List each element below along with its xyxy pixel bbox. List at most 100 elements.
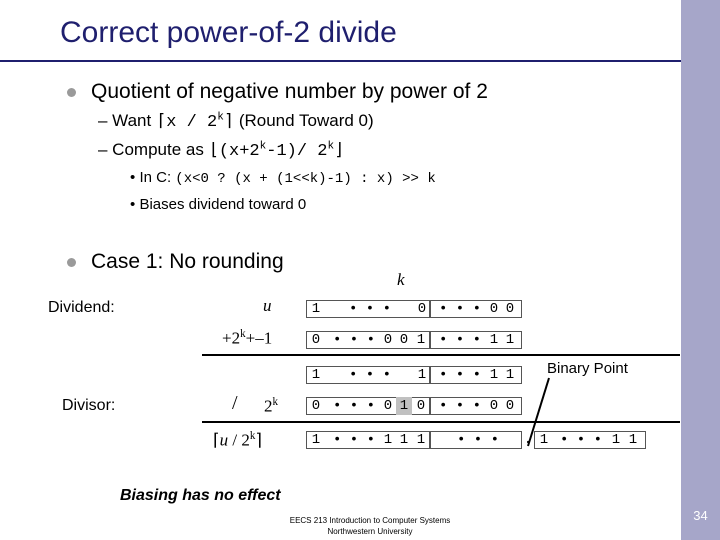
- r3-bit-0: 1: [505, 367, 515, 383]
- sub-biases: • Biases dividend toward 0: [130, 196, 306, 213]
- quot-mid: / 2: [228, 430, 250, 450]
- sum-box-high: [306, 366, 430, 384]
- binary-point-dot: .: [523, 432, 533, 448]
- r1-ellipsis-high: • • •: [348, 301, 391, 317]
- binary-point-arrow-icon: [527, 377, 550, 447]
- quot-u: u: [219, 430, 229, 450]
- r5-frac-bit-c: 1: [628, 432, 638, 448]
- r2-ellipsis-low: • • •: [438, 332, 481, 348]
- slide-sidebar: [681, 0, 720, 540]
- divisor-label: Divisor:: [62, 397, 116, 414]
- quot-ceil-r: ⌉: [255, 430, 263, 450]
- slide-title: Correct power-of-2 divide: [60, 16, 397, 49]
- r4-bit-a: 0: [383, 398, 393, 414]
- r3-ellipsis-high: • • •: [348, 367, 391, 383]
- bias-exp: k: [240, 328, 246, 340]
- r5-bit-b: 1: [399, 432, 409, 448]
- divisor-box-high: [306, 397, 430, 415]
- compute-exp: k: [259, 140, 267, 153]
- quot-box-high: [306, 431, 430, 449]
- in-c-prefix: In C:: [139, 169, 176, 186]
- u-label: u: [263, 296, 272, 315]
- bias-box-low: [430, 331, 522, 349]
- bias-pre: +2: [222, 328, 241, 348]
- sub-want-prefix: – Want: [98, 111, 156, 130]
- quot-box-mid: [430, 431, 522, 449]
- bias-box-high: [306, 331, 430, 349]
- divide-slash: /: [232, 392, 238, 414]
- r1-bit-0: 0: [505, 301, 515, 317]
- r5-bit-c: 1: [416, 432, 426, 448]
- r2-bit-sign: 0: [311, 332, 321, 348]
- divisor-expr: 2k: [264, 396, 278, 417]
- bias-expr: +2k+–1: [222, 328, 272, 349]
- biases-text: Biases dividend toward 0: [139, 196, 307, 213]
- r1-ellipsis-low: • • •: [438, 301, 481, 317]
- sum-rule: [202, 354, 680, 356]
- r3-bit-1: 1: [489, 367, 499, 383]
- bullet-dot-icon: [67, 258, 76, 267]
- dividend-box-high: [306, 300, 430, 318]
- r5-ellipsis-high: • • •: [332, 432, 375, 448]
- r4-bit-1: 0: [489, 398, 499, 414]
- quot-ceil-l: ⌈: [213, 430, 220, 450]
- floor-left: ⌊: [208, 142, 219, 161]
- divisor-exp: k: [272, 396, 279, 408]
- r1-bit-1: 0: [489, 301, 499, 317]
- want-exp: k: [217, 111, 224, 124]
- k-label: k: [397, 270, 405, 289]
- r4-ellipsis-low: • • •: [438, 398, 481, 414]
- binary-point-label: Binary Point: [547, 360, 628, 377]
- r4-bit-c: 0: [416, 398, 426, 414]
- divisor-box-low: [430, 397, 522, 415]
- quotient-rule: [202, 421, 680, 423]
- ceil-right: ⌉: [223, 113, 235, 132]
- r3-ellipsis-low: • • •: [438, 367, 481, 383]
- r5-frac-bit-b: 1: [611, 432, 621, 448]
- quot-exp: k: [249, 430, 256, 442]
- compute-code-a: (x+2: [218, 142, 260, 161]
- r2-bit-0: 1: [505, 332, 515, 348]
- biasing-note: Biasing has no effect: [120, 487, 281, 504]
- title-underline: [0, 60, 681, 62]
- r3-bit-k: 1: [417, 367, 427, 383]
- floor-right: ⌋: [334, 142, 345, 161]
- quotient-expr: ⌈u / 2k⌉: [213, 430, 262, 451]
- r2-bit-c: 1: [416, 332, 426, 348]
- want-code: x / 2: [166, 113, 218, 132]
- page-number: 34: [693, 508, 708, 523]
- r2-bit-1: 1: [489, 332, 499, 348]
- small-bullet-icon: •: [130, 169, 136, 186]
- compute-code-b: -1)/ 2: [266, 142, 328, 161]
- r2-bit-b: 0: [399, 332, 409, 348]
- r5-frac-bit-1: 1: [539, 432, 549, 448]
- footer-university: Northwestern University: [327, 527, 413, 536]
- r4-bit-b: 1: [399, 398, 409, 414]
- dividend-box-low: [430, 300, 522, 318]
- quot-box-frac: [534, 431, 646, 449]
- r5-ellipsis-mid: • • •: [456, 432, 499, 448]
- sub-compute: – Compute as ⌊(x+2k-1)/ 2k⌋: [98, 140, 344, 161]
- divisor-base: 2: [264, 396, 273, 416]
- r5-bit-a: 1: [383, 432, 393, 448]
- r1-bit-k: 0: [417, 301, 427, 317]
- sub-compute-prefix: – Compute as: [98, 140, 209, 159]
- r1-bit-sign: 1: [311, 301, 321, 317]
- r4-ellipsis-high: • • •: [332, 398, 375, 414]
- dividend-label: Dividend:: [48, 299, 115, 316]
- footer-course: EECS 213 Introduction to Computer System…: [289, 516, 451, 525]
- r2-ellipsis-high: • • •: [332, 332, 375, 348]
- bullet-case1: Case 1: No rounding: [91, 250, 284, 273]
- small-bullet-icon: •: [130, 196, 136, 213]
- sub-want: – Want ⌈x / 2k⌉ (Round Toward 0): [98, 111, 374, 132]
- sum-box-low: [430, 366, 522, 384]
- compute-exp2: k: [327, 140, 335, 153]
- sub-in-c: • In C: (x<0 ? (x + (1<<k)-1) : x) >> k: [130, 169, 436, 187]
- r4-bit-0: 0: [505, 398, 515, 414]
- bullet-quotient: Quotient of negative number by power of …: [91, 80, 488, 103]
- r5-bit-sign: 1: [311, 432, 321, 448]
- bullet-dot-icon: [67, 88, 76, 97]
- divisor-highlight: [396, 397, 412, 415]
- r2-bit-a: 0: [383, 332, 393, 348]
- r5-frac-ellipsis: • • •: [559, 432, 602, 448]
